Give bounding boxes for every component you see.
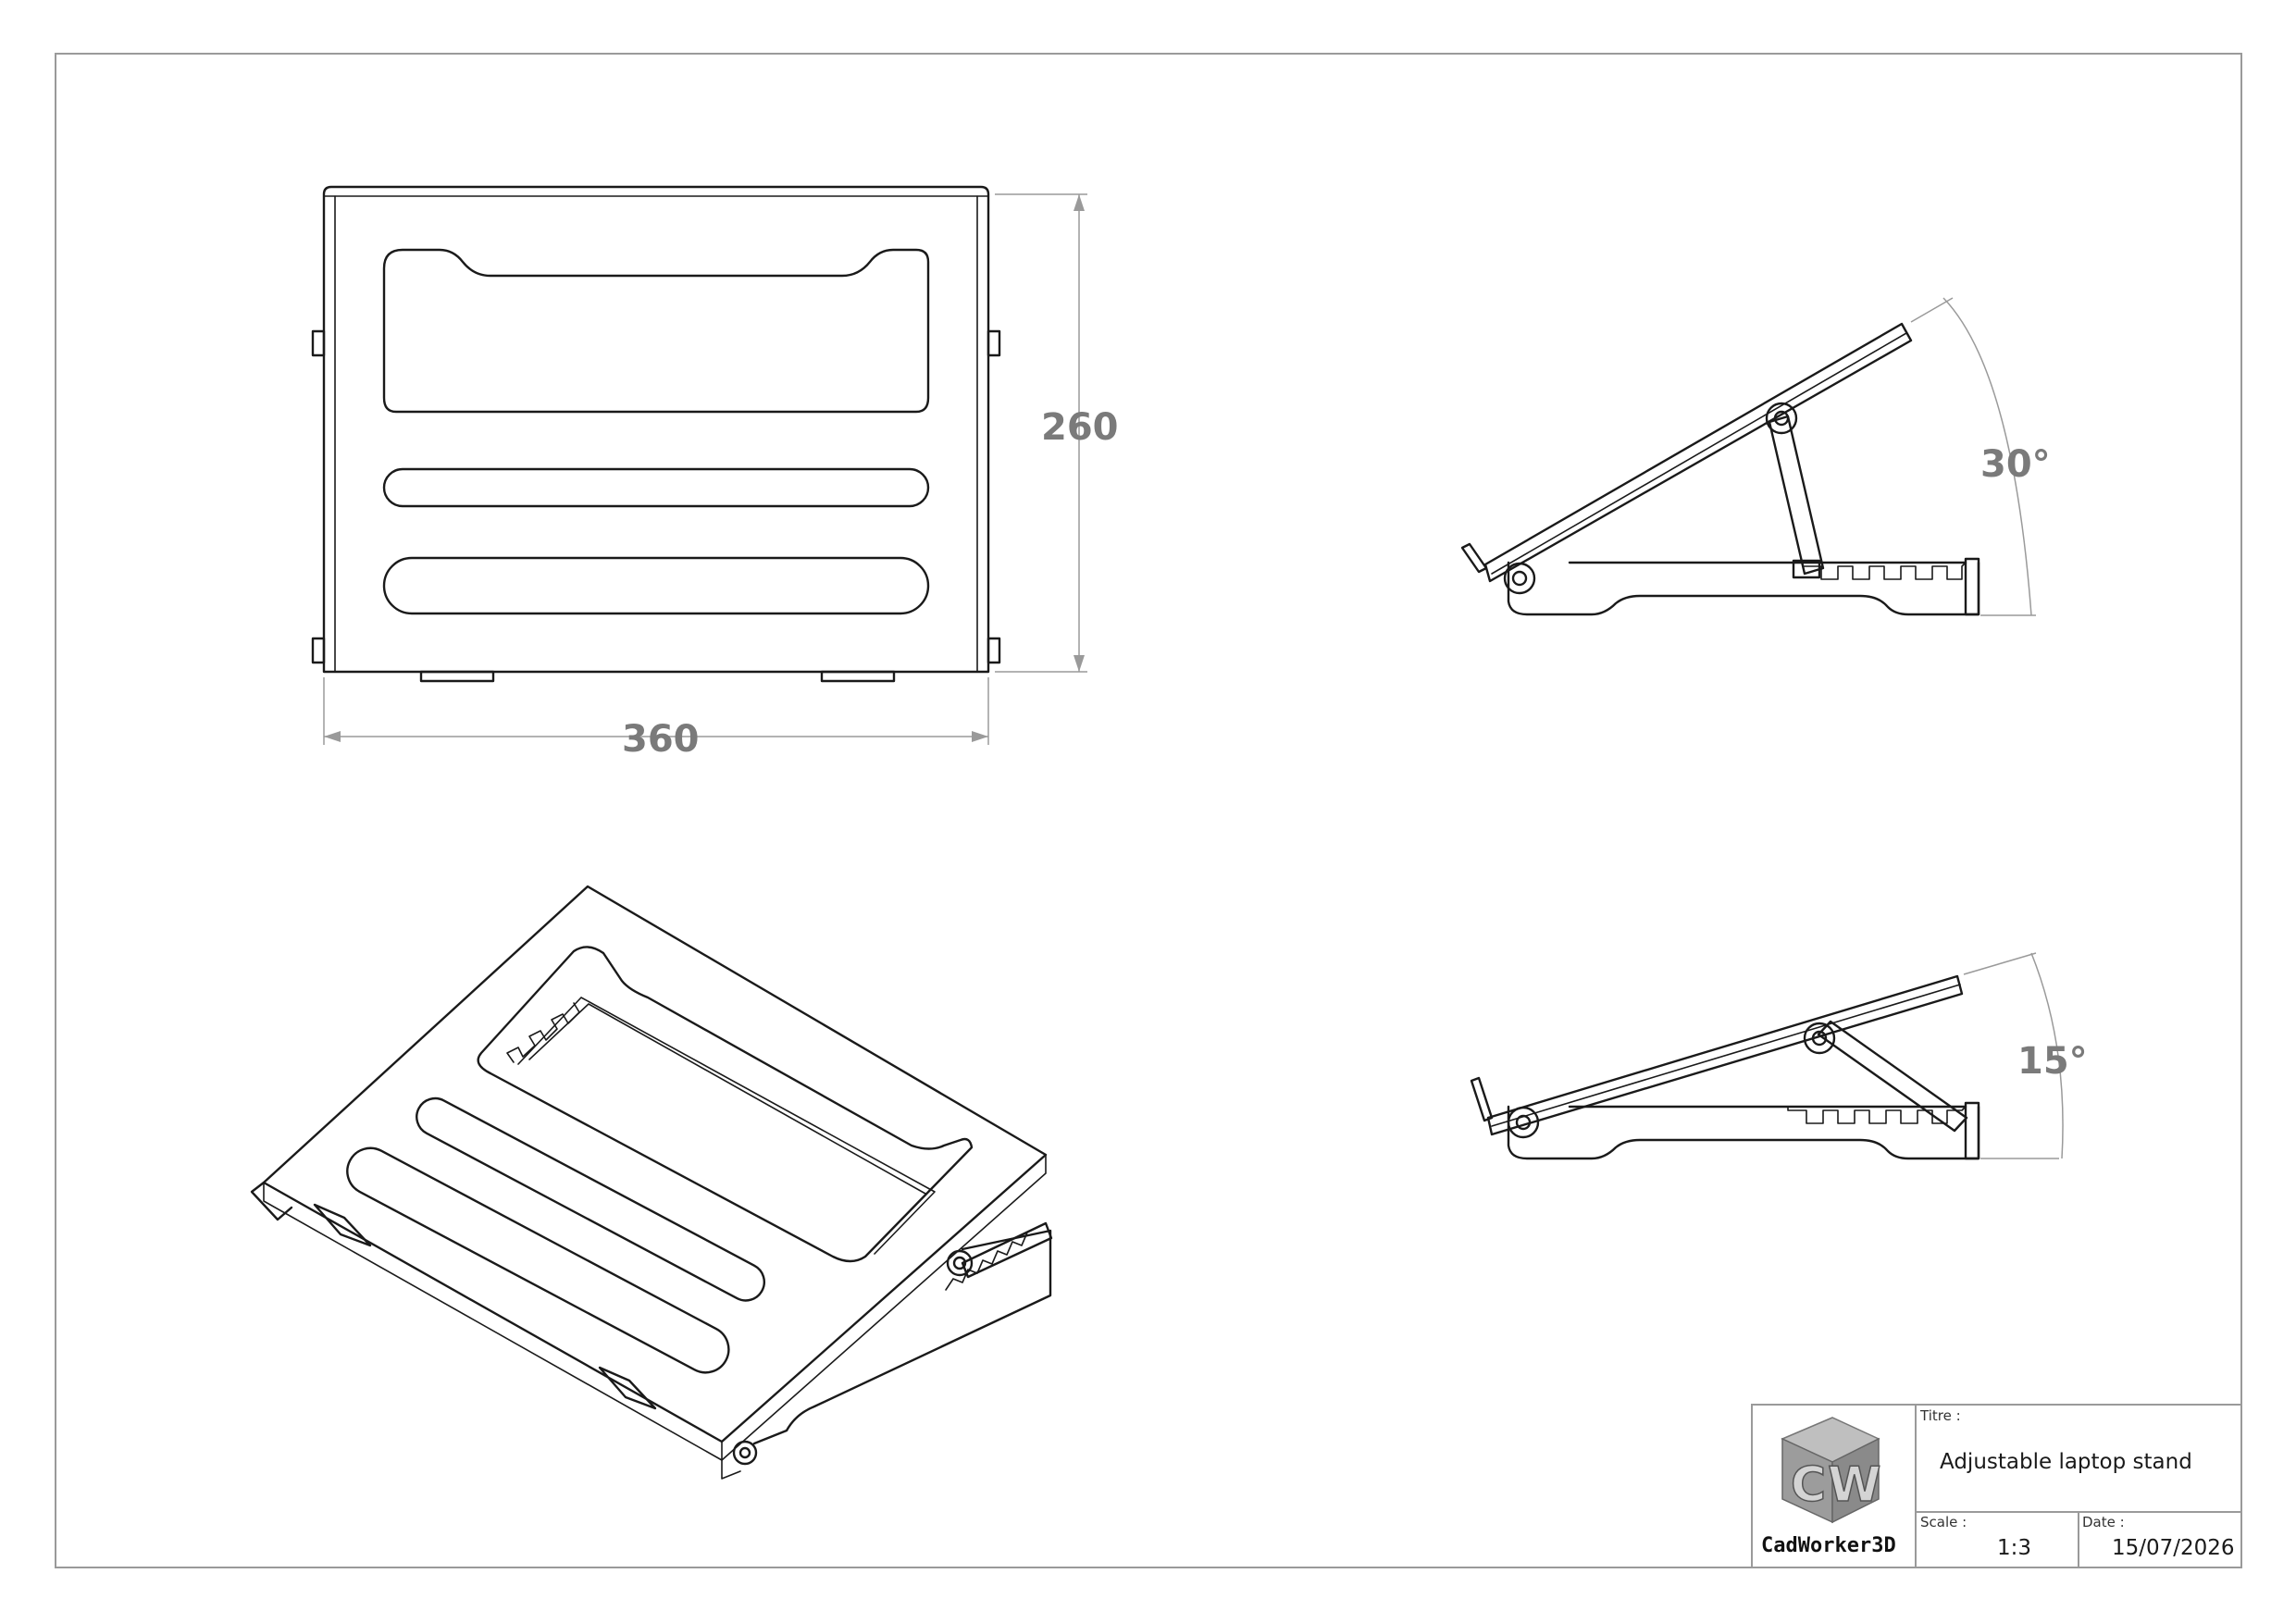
dimension-width: 360 <box>622 718 700 761</box>
isometric-view <box>250 885 1053 1480</box>
title-block: CW CadWorker3D Titre : Adjustable laptop… <box>1751 1404 2242 1568</box>
logo-letters: CW <box>1791 1457 1883 1513</box>
cadworker-logo: CW <box>1781 1417 1883 1524</box>
side-view-15: 15° <box>1470 952 2088 1160</box>
top-view: 260 360 <box>311 185 1119 761</box>
date-label: Date : <box>2082 1514 2125 1530</box>
drawing-title: Adjustable laptop stand <box>1940 1450 2192 1474</box>
brand-name: CadWorker3D <box>1761 1534 1896 1557</box>
title-label: Titre : <box>1919 1407 1961 1424</box>
angle-30: 30° <box>1980 443 2051 486</box>
date-value: 15/07/2026 <box>2112 1536 2235 1560</box>
scale-value: 1:3 <box>1997 1536 2031 1560</box>
side-view-30: 30° <box>1460 297 2051 616</box>
scale-label: Scale : <box>1920 1514 1967 1530</box>
sheet-border <box>55 53 2242 1568</box>
angle-15: 15° <box>2017 1040 2088 1083</box>
dimension-height: 260 <box>1041 406 1119 449</box>
